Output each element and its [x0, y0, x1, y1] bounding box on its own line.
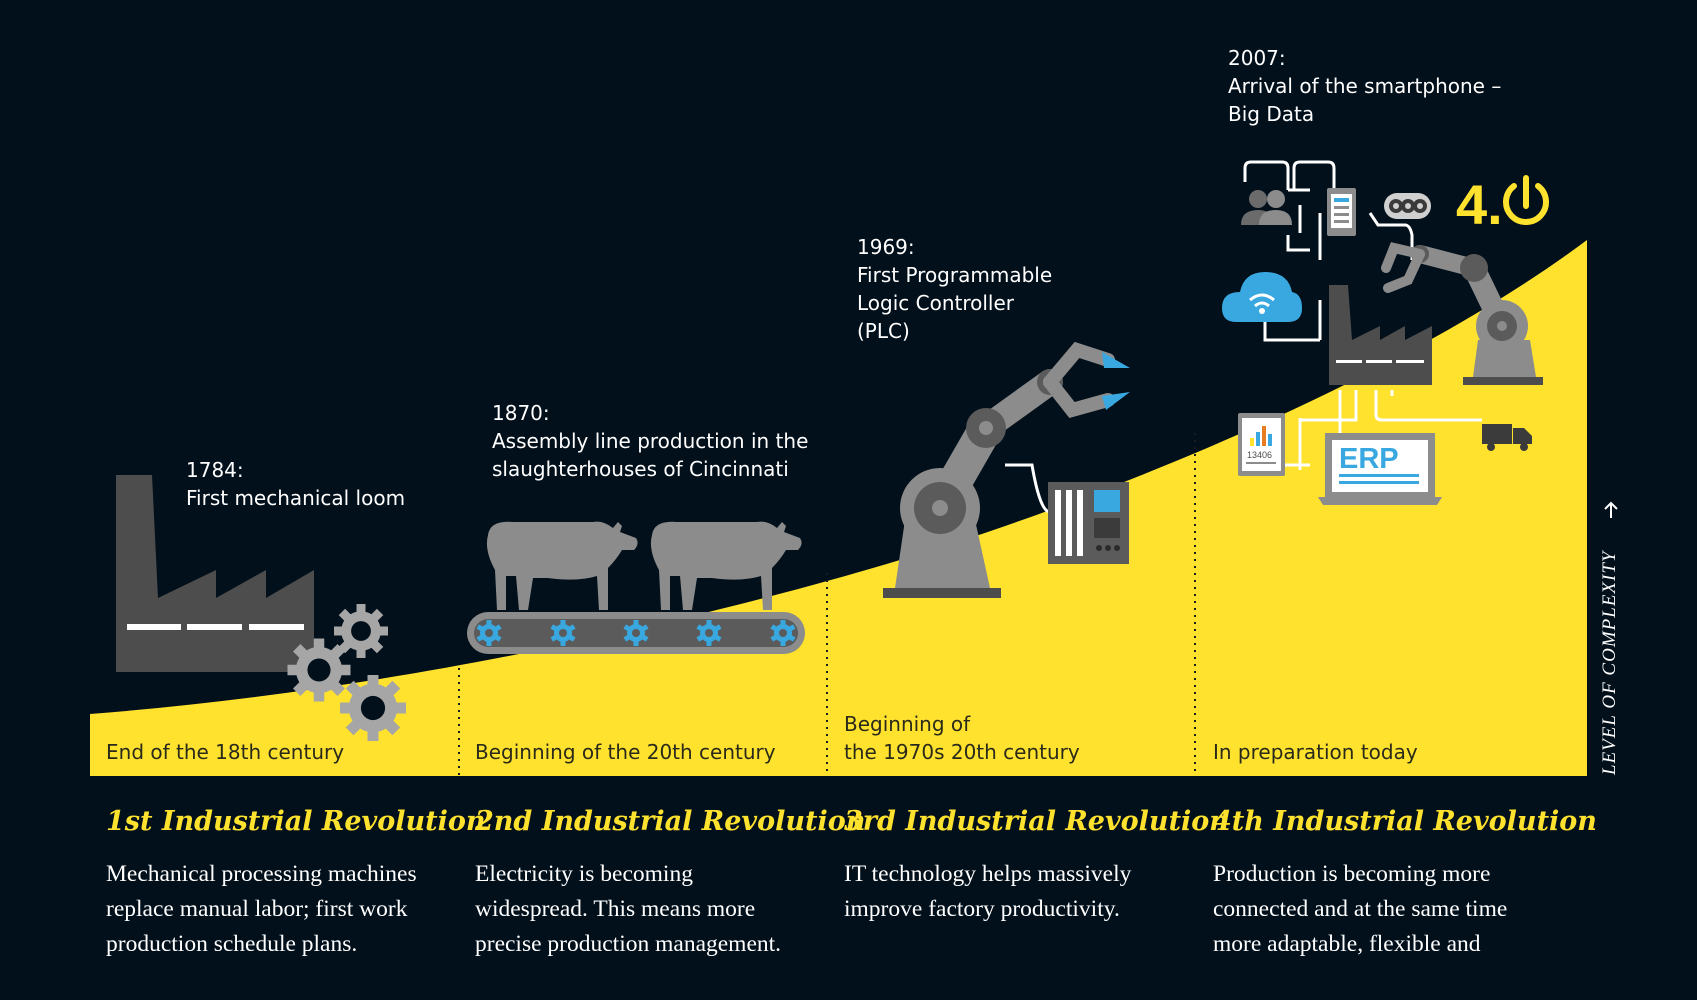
event-year: 1870: [492, 401, 550, 425]
revolution-description: Mechanical processing machines replace m… [106, 861, 417, 957]
event-text: Arrival of the smartphone – [1228, 74, 1502, 98]
truck-icon [1482, 424, 1532, 451]
conveyor-belt-icon [467, 612, 805, 654]
event-text: First Programmable [857, 263, 1053, 287]
era-label: End of the 18th century [106, 740, 345, 764]
revolution-description: Electricity is becoming widespread. This… [475, 861, 782, 957]
event-label-1784: 1784: First mechanical loom [186, 456, 405, 512]
event-text: First mechanical loom [186, 486, 406, 510]
event-label-1870: 1870: Assembly line production in the sl… [492, 399, 808, 483]
gears-icon [1384, 193, 1431, 219]
era-label: Beginning of the 1970s 20th century [844, 712, 1080, 764]
industry-4-logo: 4. [1456, 173, 1549, 236]
revolution-title: 2nd Industrial Revolution [475, 806, 866, 837]
factory-icon [116, 475, 314, 672]
revolution-title: 4th Industrial Revolution [1213, 806, 1597, 837]
era-label: Beginning of the 20th century [475, 740, 776, 764]
phone-icon [1327, 188, 1356, 236]
factory-icon [1329, 285, 1432, 385]
event-year: 2007: [1228, 46, 1286, 70]
erp-laptop-icon: ERP [1318, 433, 1442, 505]
tablet-value: 13406 [1247, 450, 1272, 460]
revolution-title: 3rd Industrial Revolution [844, 806, 1229, 837]
robot-arm-icon [1381, 242, 1543, 385]
robot-arm-icon [883, 341, 1130, 598]
event-text: Assembly line production in the [492, 429, 809, 453]
event-year: 1969: [857, 235, 915, 259]
revolution-description: Production is becoming more connected an… [1213, 861, 1508, 957]
tablet-chart-icon: 13406 [1238, 413, 1285, 476]
cow-icon [486, 521, 802, 610]
complexity-axis-label: LEVEL OF COMPLEXITY [1599, 550, 1620, 775]
event-text: slaughterhouses of Cincinnati [492, 457, 789, 481]
erp-label: ERP [1339, 443, 1399, 475]
era-label: In preparation today [1213, 740, 1418, 764]
complexity-curve [90, 240, 1587, 776]
event-text: (PLC) [857, 319, 910, 343]
event-text: Big Data [1228, 102, 1315, 126]
phase-dividers [458, 433, 1196, 776]
complexity-arrow-icon [1604, 501, 1618, 518]
revolution-description: IT technology helps massively improve fa… [844, 861, 1132, 922]
cloud-wifi-icon [1222, 272, 1302, 322]
event-year: 1784: [186, 458, 244, 482]
plc-controller-icon [1005, 463, 1129, 564]
event-text: Logic Controller [857, 291, 1015, 315]
users-icon [1241, 190, 1292, 225]
industry-badge-text: 4. [1456, 173, 1503, 236]
revolution-title: 1st Industrial Revolution [106, 806, 486, 837]
event-label-2007: 2007: Arrival of the smartphone – Big Da… [1228, 44, 1501, 128]
event-label-1969: 1969: First Programmable Logic Controlle… [857, 233, 1052, 345]
